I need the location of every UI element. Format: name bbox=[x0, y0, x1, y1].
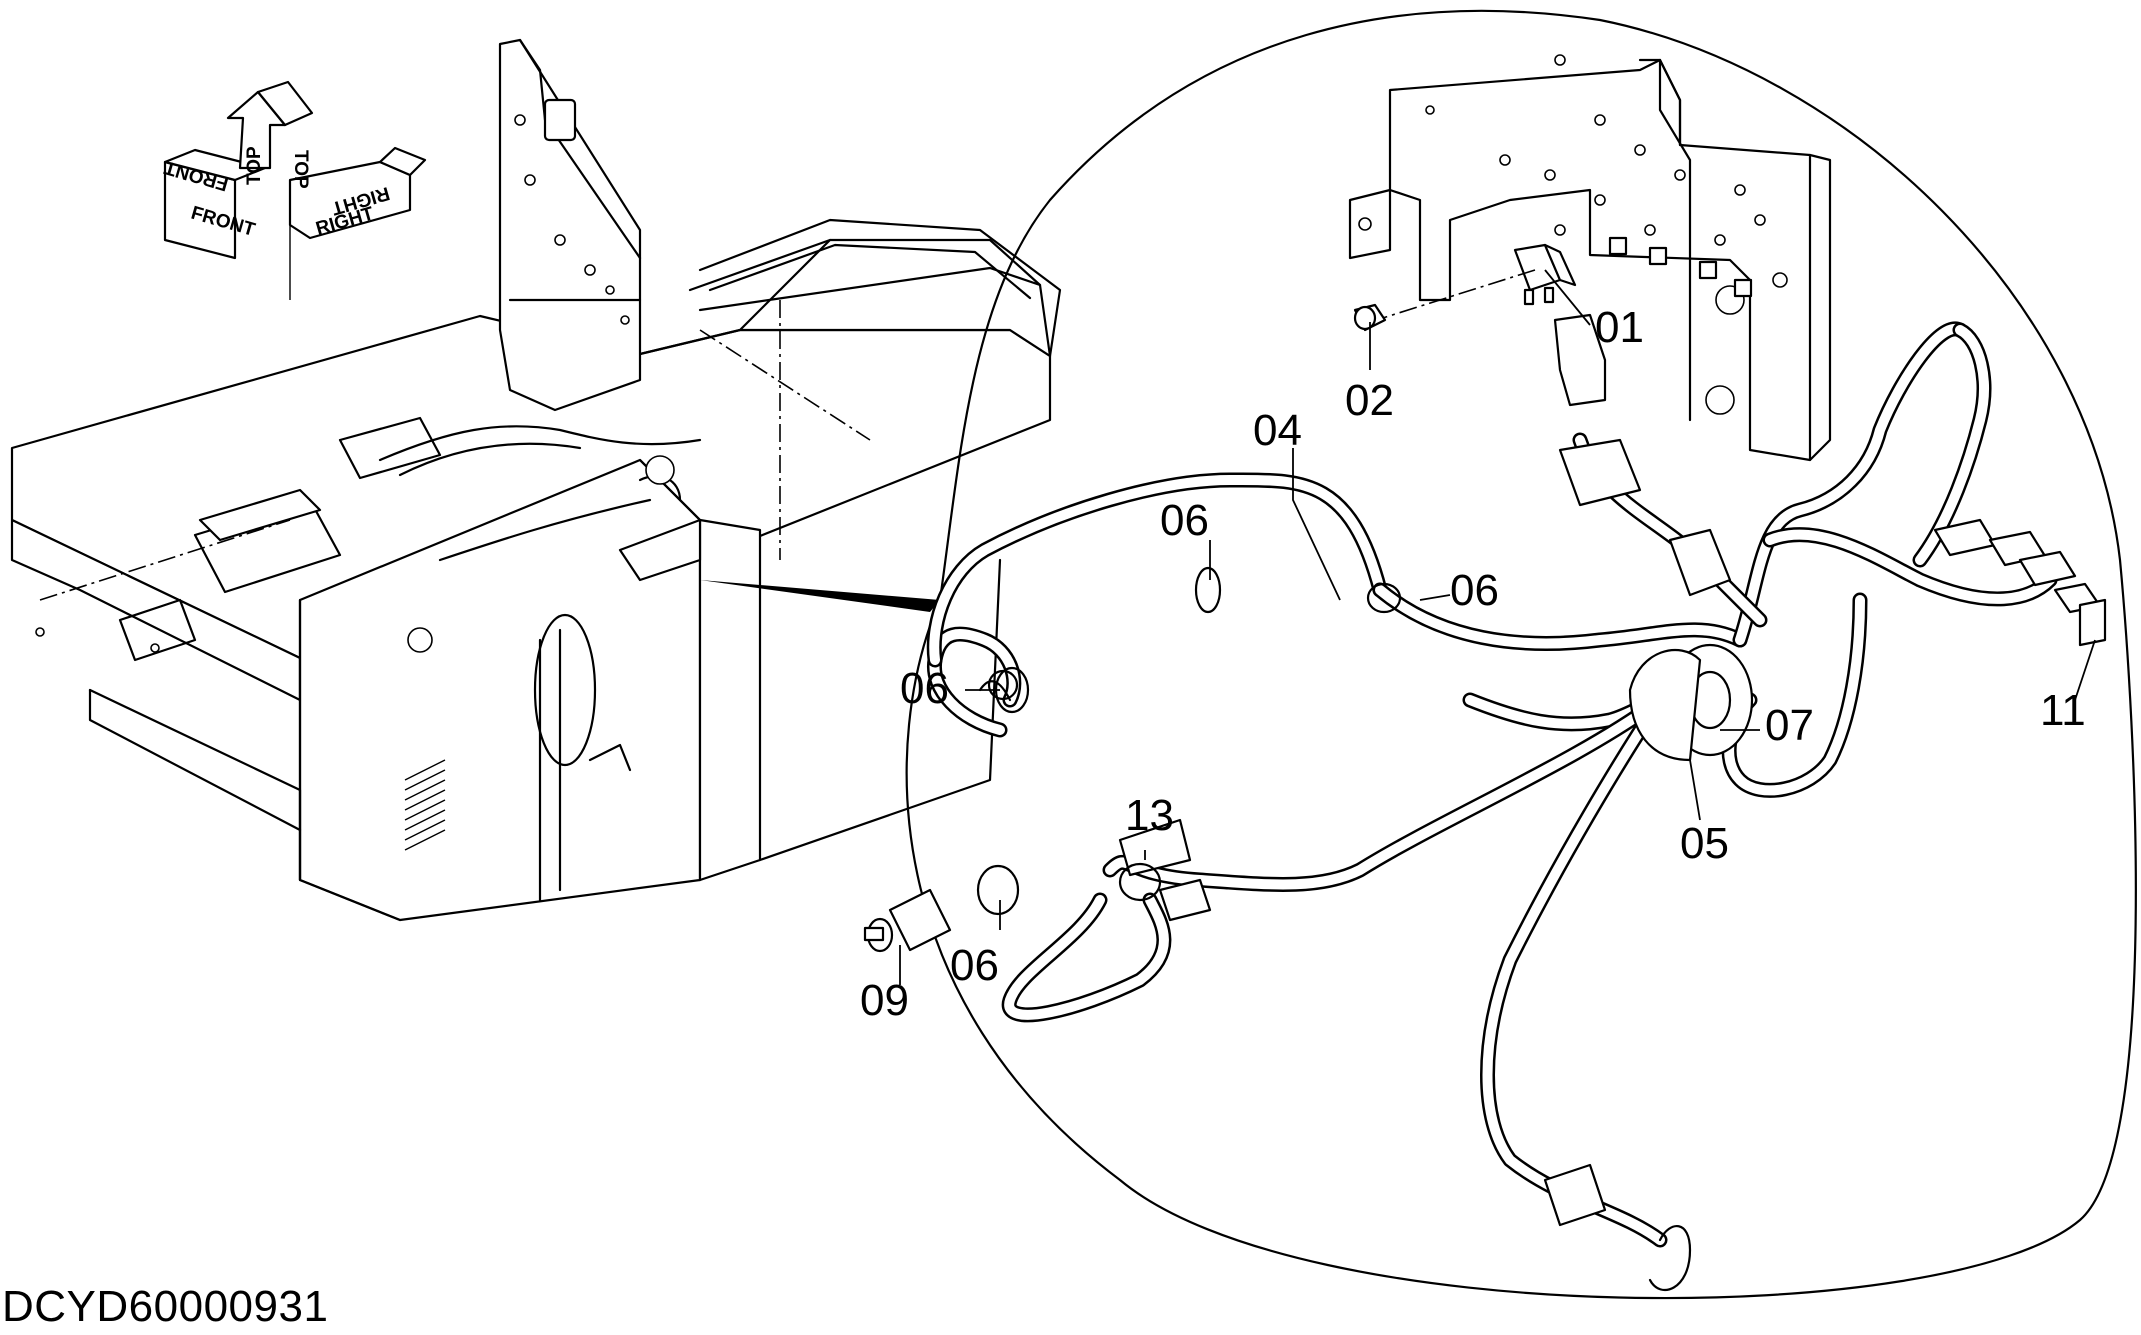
callout-04: 04 bbox=[1253, 406, 1302, 455]
orientation-arrows: FRONT FRONT TOP TOP RIGHT RIGHT bbox=[162, 80, 427, 300]
callout-07: 07 bbox=[1765, 701, 1814, 750]
callout-06-top: 06 bbox=[1160, 496, 1209, 545]
reference-code: DCYD60000931 bbox=[2, 1282, 329, 1331]
vent-louvres bbox=[404, 759, 446, 851]
top-arrow-label: TOP bbox=[244, 146, 265, 185]
frame-assembly bbox=[10, 38, 1062, 922]
callout-labels: 01 02 04 05 06 06 06 06 07 09 11 13 bbox=[860, 303, 2086, 1025]
callout-06-left: 06 bbox=[900, 664, 949, 713]
clamp-06a bbox=[978, 680, 1012, 702]
callout-01: 01 bbox=[1595, 303, 1644, 352]
detail-pointer bbox=[700, 580, 940, 612]
detail-contents bbox=[863, 54, 2107, 1291]
callout-13: 13 bbox=[1125, 791, 1174, 840]
detail-bubble bbox=[905, 9, 2137, 1300]
callout-06-right: 06 bbox=[1450, 566, 1499, 615]
callout-leaders bbox=[899, 269, 2096, 985]
main-harness bbox=[926, 321, 2058, 1248]
relay-block bbox=[1933, 518, 2107, 647]
callout-02: 02 bbox=[1345, 376, 1394, 425]
callout-09: 09 bbox=[860, 976, 909, 1025]
top-arrow-label-mirror: TOP bbox=[290, 150, 311, 189]
pressure-switch bbox=[863, 888, 952, 953]
callout-06-bottom: 06 bbox=[950, 941, 999, 990]
callout-05: 05 bbox=[1680, 819, 1729, 868]
callout-11: 11 bbox=[2040, 686, 2086, 735]
